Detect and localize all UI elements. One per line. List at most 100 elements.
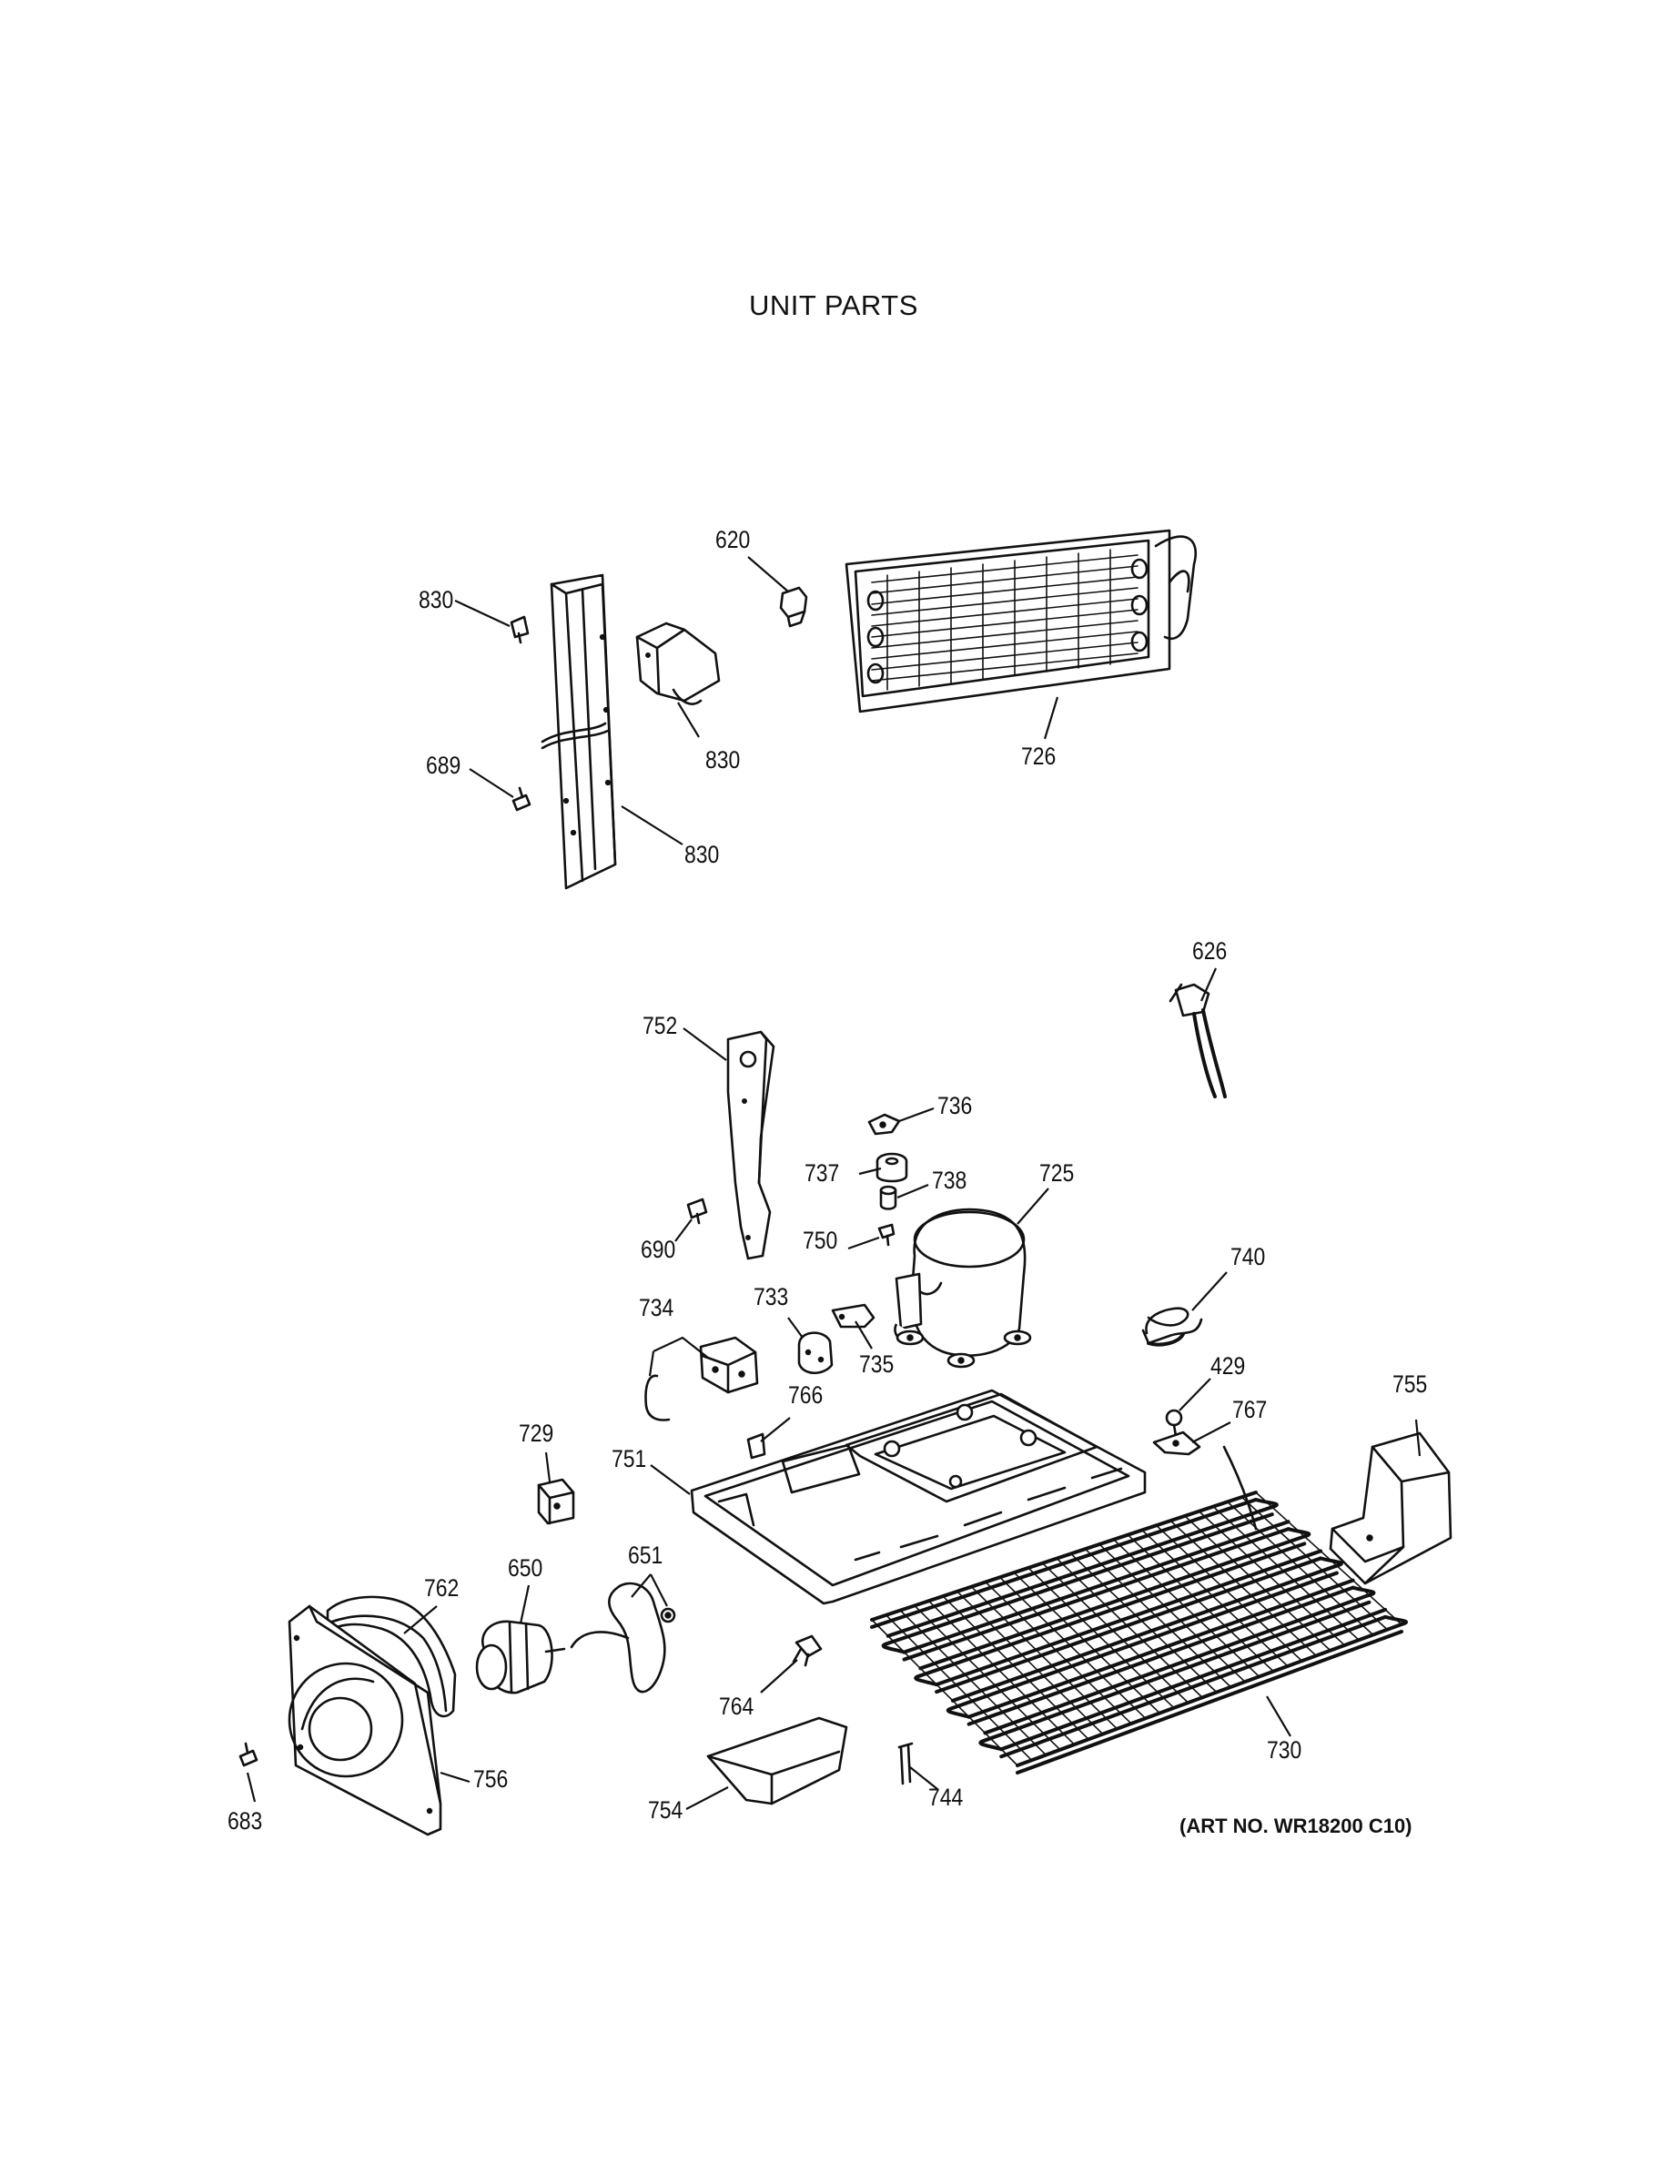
coil-tube xyxy=(918,1534,1307,1671)
page-title: UNIT PARTS xyxy=(749,289,918,321)
coil-tube xyxy=(1016,1630,1403,1774)
coil-tube xyxy=(983,1592,1371,1735)
coil-tube xyxy=(935,1556,1323,1694)
coil-tube xyxy=(950,1563,1339,1703)
coil-bend xyxy=(1351,1585,1376,1597)
callout-733: 733 xyxy=(754,1283,789,1310)
callout-750: 750 xyxy=(803,1227,838,1254)
cord-626 xyxy=(1169,983,1227,1098)
capacitor-729 xyxy=(537,1478,575,1525)
coil-fin xyxy=(1098,1543,1246,1683)
condenser-726 xyxy=(845,529,1197,713)
coil-fin xyxy=(1141,1529,1289,1667)
coil-fin xyxy=(914,1604,1061,1751)
base-751 xyxy=(690,1389,1147,1605)
art-number: (ART NO. WR18200 C10) xyxy=(1179,1815,1412,1837)
coil-fin xyxy=(1127,1533,1275,1673)
coil-bend xyxy=(1254,1498,1279,1510)
coil-fin xyxy=(1027,1567,1175,1709)
screw-683 xyxy=(238,1742,258,1767)
leader-lines xyxy=(246,556,1422,1810)
coil-fin xyxy=(1070,1552,1218,1694)
callout-735: 735 xyxy=(859,1350,895,1378)
coil-fin xyxy=(942,1595,1089,1741)
screw-750 xyxy=(877,1223,896,1247)
callout-830-bracket: 830 xyxy=(705,746,741,774)
callout-762: 762 xyxy=(424,1574,460,1602)
coil-tube xyxy=(967,1585,1355,1726)
support-752 xyxy=(726,1030,775,1260)
callout-734: 734 xyxy=(639,1294,674,1321)
coil-fin xyxy=(1198,1510,1346,1646)
coil-fin xyxy=(1155,1524,1303,1662)
coil-fin xyxy=(1084,1548,1232,1688)
coil-fin xyxy=(1255,1491,1402,1625)
callout-744: 744 xyxy=(928,1784,964,1811)
sleeve-738 xyxy=(879,1185,897,1210)
relay-734 xyxy=(699,1336,759,1394)
coil-fin xyxy=(927,1600,1076,1745)
callout-683: 683 xyxy=(228,1807,263,1835)
grommet-737 xyxy=(875,1152,908,1183)
coil-fin xyxy=(885,1614,1033,1762)
coil-fin xyxy=(1056,1557,1203,1699)
coil-fin xyxy=(970,1585,1118,1730)
clamp-767 xyxy=(1152,1431,1201,1456)
coil-tube xyxy=(999,1614,1388,1759)
part-620 xyxy=(779,586,808,628)
callout-751: 751 xyxy=(612,1445,647,1472)
coil-tube xyxy=(870,1491,1258,1622)
coil-bend xyxy=(1319,1556,1343,1568)
callout-830-channel: 830 xyxy=(684,841,720,868)
callout-651: 651 xyxy=(628,1542,663,1569)
screw-830 xyxy=(510,615,530,644)
callout-755: 755 xyxy=(1392,1370,1428,1398)
coil-tube xyxy=(886,1512,1274,1645)
bracket-755 xyxy=(1329,1431,1452,1585)
coil-fin xyxy=(956,1591,1104,1735)
coil-fin xyxy=(1112,1539,1260,1678)
callout-754: 754 xyxy=(648,1796,683,1824)
cover-735 xyxy=(831,1303,875,1329)
clip-744 xyxy=(897,1742,914,1785)
callout-725: 725 xyxy=(1039,1159,1075,1187)
coil-730 xyxy=(870,1445,1409,1774)
coil-tube xyxy=(999,1607,1388,1752)
callout-650: 650 xyxy=(508,1554,543,1582)
bracket-830 xyxy=(635,622,721,705)
callout-736: 736 xyxy=(937,1092,973,1119)
clip-736 xyxy=(867,1113,901,1136)
coil-tube xyxy=(902,1520,1290,1654)
coil-fin xyxy=(1041,1562,1189,1704)
callout-830-screw: 830 xyxy=(419,586,454,613)
callout-626: 626 xyxy=(1192,937,1228,965)
coil-tube xyxy=(886,1505,1274,1638)
screw-689 xyxy=(511,786,531,812)
seal-762 xyxy=(326,1595,457,1718)
coil-fin xyxy=(1212,1505,1360,1642)
callout-740: 740 xyxy=(1230,1243,1266,1270)
coil-tube xyxy=(870,1498,1258,1629)
coil-tube xyxy=(935,1549,1323,1687)
coil-fin xyxy=(1013,1572,1161,1714)
coil-fin xyxy=(899,1609,1047,1756)
coil-fin xyxy=(1169,1520,1318,1657)
coil-fin xyxy=(1184,1515,1331,1652)
coil-tube xyxy=(902,1527,1290,1662)
coil-bend xyxy=(978,1738,1004,1752)
fan-blade-651 xyxy=(570,1582,676,1694)
coil-tube xyxy=(950,1571,1339,1710)
coil-fin xyxy=(985,1581,1132,1724)
coil-fin xyxy=(1226,1501,1374,1636)
coil-fin xyxy=(1240,1496,1389,1631)
callout-752: 752 xyxy=(643,1012,678,1039)
coil-bend xyxy=(1286,1527,1311,1539)
motor-650 xyxy=(475,1620,566,1694)
callout-729: 729 xyxy=(519,1420,554,1447)
coil-fin xyxy=(998,1576,1147,1720)
callout-429: 429 xyxy=(1210,1352,1246,1380)
callout-726: 726 xyxy=(1021,743,1057,770)
callout-756: 756 xyxy=(473,1765,509,1793)
overload-733 xyxy=(797,1331,834,1375)
